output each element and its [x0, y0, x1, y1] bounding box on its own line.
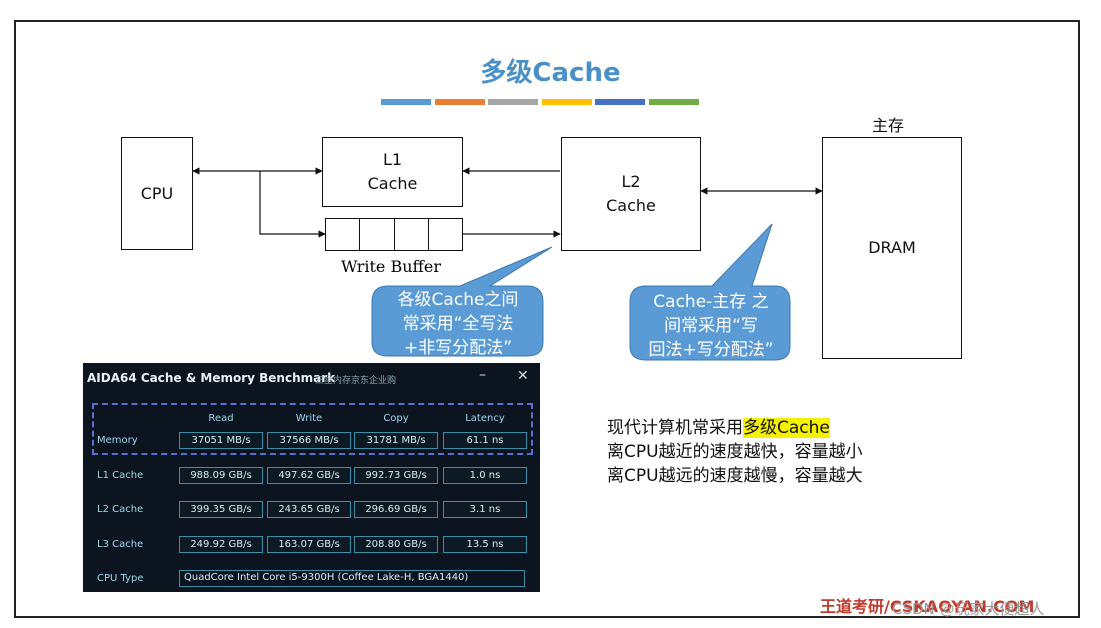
memory-row-highlight	[92, 403, 533, 455]
close-icon[interactable]: ✕	[517, 368, 529, 384]
title-color-bar	[488, 99, 538, 105]
benchmark-row-label: L3 Cache	[97, 539, 144, 550]
cpu-box: CPU	[121, 137, 193, 250]
benchmark-value-write: 37566 MB/s	[267, 432, 351, 449]
l1-cache-box: L1 Cache	[322, 137, 463, 207]
benchmark-value-copy: 992.73 GB/s	[354, 467, 438, 484]
write-buffer-slot	[326, 219, 361, 250]
benchmark-value-read: 988.09 GB/s	[179, 467, 263, 484]
column-header-read: Read	[208, 413, 234, 424]
benchmark-value-copy: 31781 MB/s	[354, 432, 438, 449]
column-header-latency: Latency	[465, 413, 505, 424]
notes-line-3: 离CPU越远的速度越慢，容量越大	[607, 466, 863, 486]
l2-label-line1: L2	[621, 172, 641, 191]
benchmark-value-copy: 208.80 GB/s	[354, 536, 438, 553]
title-color-bar	[541, 99, 592, 105]
l1-label-line1: L1	[382, 150, 403, 169]
write-buffer	[325, 218, 463, 251]
benchmark-row-label: Memory	[97, 435, 138, 446]
benchmark-value-read: 37051 MB/s	[179, 432, 263, 449]
callout-left-shape	[371, 246, 553, 357]
notes-highlight: 多级Cache	[743, 418, 830, 438]
column-header-copy: Copy	[383, 413, 409, 424]
title-color-bar	[648, 99, 699, 105]
aida64-benchmark-window: AIDA64 Cache & Memory Benchmark 三星内存京东企业…	[83, 363, 540, 592]
callout-right-line: 间常采用“写	[664, 316, 758, 336]
callout-right-line: Cache-主存 之	[653, 292, 769, 312]
cpu-type-value: QuadCore Intel Core i5-9300H (Coffee Lak…	[179, 570, 525, 587]
callout-right-shape	[629, 223, 791, 361]
callout-left-line: 各级Cache之间	[397, 290, 519, 310]
benchmark-value-latency: 1.0 ns	[443, 467, 527, 484]
main-memory-label: 主存	[872, 116, 905, 135]
callout-right-line: 回法+写分配法”	[648, 340, 774, 360]
write-buffer-label: Write Buffer	[341, 257, 442, 276]
column-header-write: Write	[295, 413, 323, 424]
callout-left-line: +非写分配法”	[403, 338, 513, 358]
slide-frame	[14, 20, 1080, 618]
callout-left: 各级Cache之间 常采用“全写法 +非写分配法”	[374, 288, 542, 360]
benchmark-subtitle: 三星内存京东企业购	[315, 376, 397, 386]
csdn-watermark: CSDN @玩家大便超人	[892, 600, 1045, 618]
benchmark-value-latency: 3.1 ns	[443, 501, 527, 518]
write-buffer-slot	[395, 219, 429, 250]
benchmark-row-label: L2 Cache	[97, 504, 144, 515]
cpu-writebuffer-line	[259, 171, 326, 238]
minimize-icon[interactable]: –	[479, 367, 486, 383]
benchmark-value-read: 399.35 GB/s	[179, 501, 263, 518]
benchmark-value-write: 243.65 GB/s	[267, 501, 351, 518]
notes-line-2: 离CPU越近的速度越快，容量越小	[607, 442, 863, 462]
benchmark-value-write: 497.62 GB/s	[267, 467, 351, 484]
benchmark-value-latency: 13.5 ns	[443, 536, 527, 553]
benchmark-value-latency: 61.1 ns	[443, 432, 527, 449]
dram-label: DRAM	[868, 238, 916, 257]
benchmark-value-copy: 296.69 GB/s	[354, 501, 438, 518]
write-buffer-slot	[360, 219, 395, 250]
title-color-bar	[434, 99, 485, 105]
footer-brand: 王道考研/CSKAOYAN.COM	[820, 597, 1035, 616]
benchmark-title: AIDA64 Cache & Memory Benchmark	[87, 371, 336, 385]
notes-line-1-prefix: 现代计算机常采用	[607, 418, 743, 438]
notes-line-1: 现代计算机常采用多级Cache	[607, 416, 863, 440]
title-color-bar	[595, 99, 645, 105]
write-buffer-slot	[429, 219, 462, 250]
cpu-label: CPU	[140, 183, 174, 203]
cpu-type-label: CPU Type	[97, 573, 144, 584]
slide-title: 多级Cache	[480, 58, 621, 88]
benchmark-value-write: 163.07 GB/s	[267, 536, 351, 553]
benchmark-value-read: 249.92 GB/s	[179, 536, 263, 553]
dram-box: DRAM	[822, 137, 962, 359]
title-color-bar	[381, 99, 431, 105]
l1-label-line2: Cache	[367, 174, 418, 193]
callout-left-line: 常采用“全写法	[402, 314, 514, 334]
l2-cache-box: L2 Cache	[561, 137, 701, 251]
benchmark-row-label: L1 Cache	[97, 470, 144, 481]
callout-right: Cache-主存 之 间常采用“写 回法+写分配法”	[632, 290, 790, 362]
notes-text: 现代计算机常采用多级Cache 离CPU越近的速度越快，容量越小 离CPU越远的…	[607, 416, 863, 488]
l2-label-line2: Cache	[606, 196, 656, 215]
